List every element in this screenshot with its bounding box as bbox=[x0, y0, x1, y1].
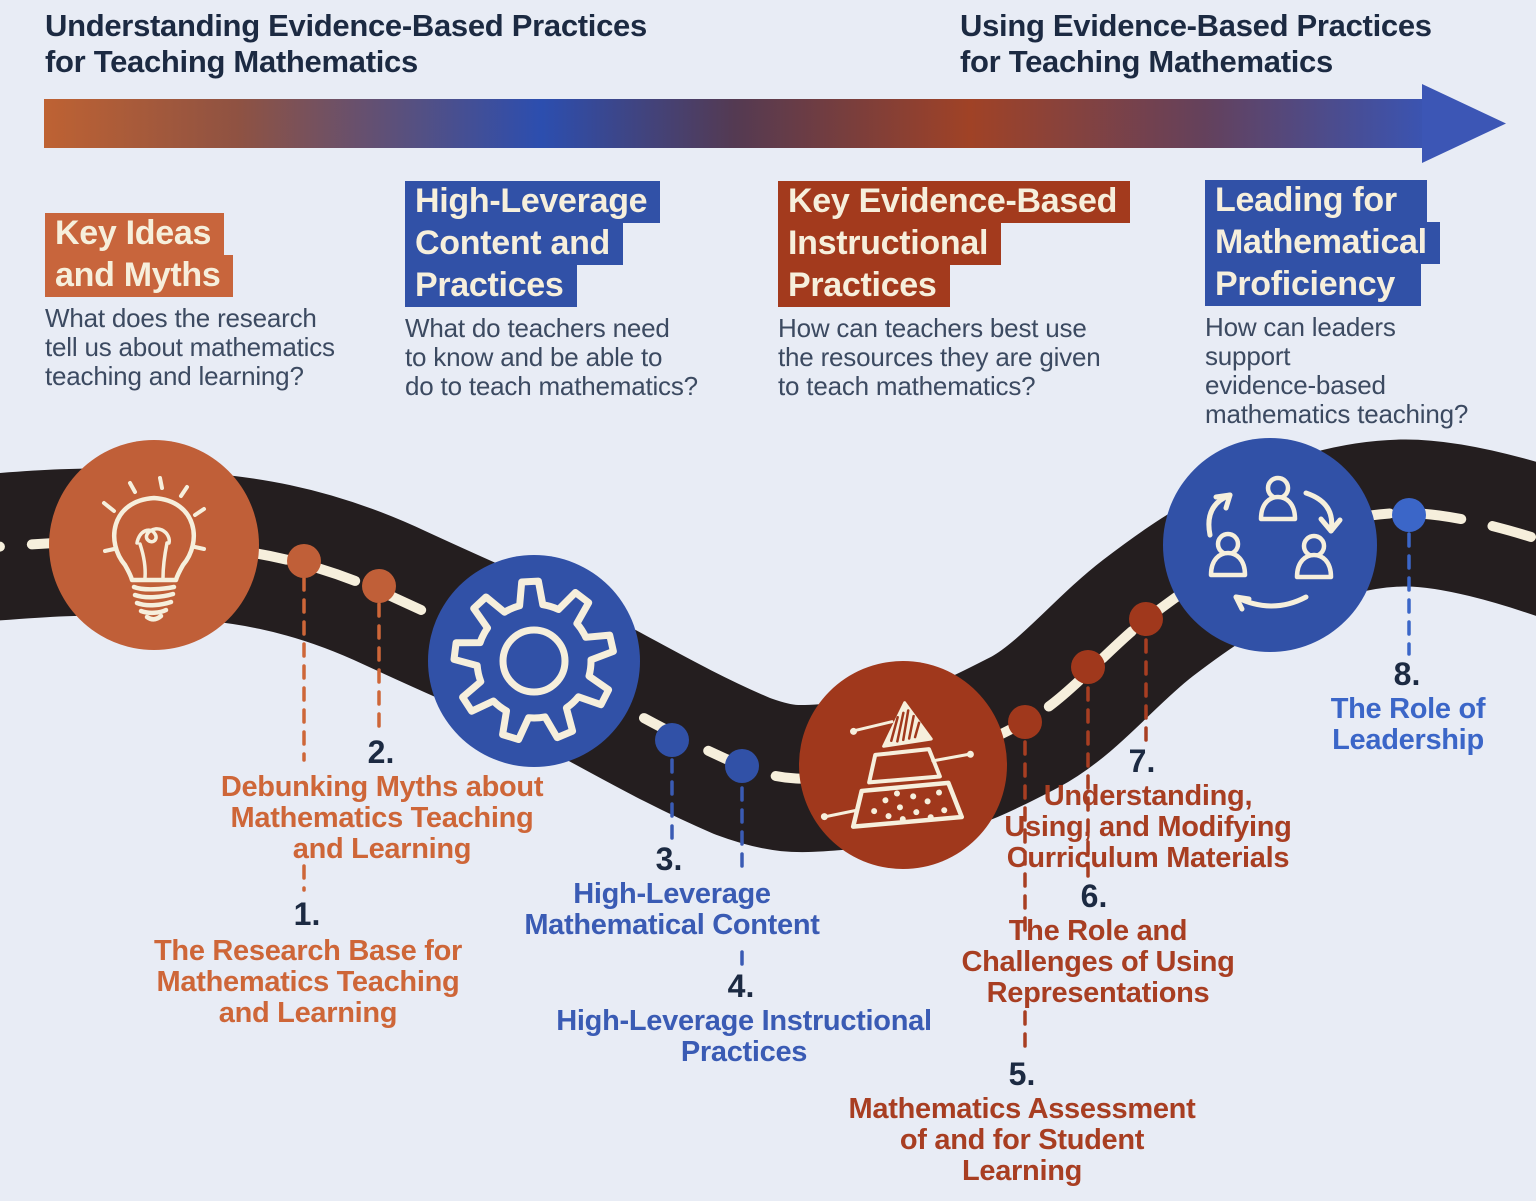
stop-dot-4 bbox=[725, 749, 759, 783]
lightbulb-icon bbox=[102, 476, 206, 622]
header-line: Understanding Evidence-Based Practices bbox=[45, 8, 647, 43]
section-title-line: Proficiency bbox=[1205, 264, 1421, 306]
stop-number-6: 6. bbox=[1080, 878, 1108, 914]
stop-label-8: The Role of Leadership bbox=[1330, 693, 1486, 756]
stop-number-7: 7. bbox=[1128, 743, 1156, 779]
section-title-line: Content and bbox=[405, 223, 624, 265]
header-line: Using Evidence-Based Practices bbox=[960, 8, 1432, 43]
header-understanding: Understanding Evidence-Based Practices f… bbox=[45, 8, 647, 80]
stop-number-3: 3. bbox=[655, 841, 683, 877]
arrow-shaft bbox=[44, 99, 1426, 148]
milestone-circle-key-ideas bbox=[49, 440, 259, 650]
stop-label-7: Understanding, Using, and Modifying Curr… bbox=[1004, 780, 1292, 874]
stop-label-3: High-Leverage Mathematical Content bbox=[524, 878, 820, 941]
section-title-line: Leading for bbox=[1205, 180, 1427, 222]
stop-dot-1 bbox=[287, 544, 321, 578]
section-title-line: Instructional bbox=[778, 223, 1002, 265]
stop-number-5: 5. bbox=[1008, 1056, 1036, 1092]
section-instructional-practices: Key Evidence-Based Instructional Practic… bbox=[778, 181, 1188, 401]
section-title-line: Key Ideas bbox=[45, 213, 225, 255]
section-leading-proficiency: Leading for Mathematical Proficiency How… bbox=[1205, 180, 1505, 429]
stop-dot-8 bbox=[1392, 498, 1426, 532]
section-question: How can leaders support evidence-based m… bbox=[1205, 312, 1469, 429]
gear-icon bbox=[450, 577, 617, 743]
section-high-leverage-content: High-Leverage Content and Practices What… bbox=[405, 181, 750, 401]
section-key-ideas: Key Ideas and Myths What does the resear… bbox=[45, 213, 385, 391]
stop-label-5: Mathematics Assessment of and for Studen… bbox=[848, 1093, 1196, 1187]
stop-label-4: High-Leverage Instructional Practices bbox=[556, 1005, 932, 1068]
section-title-line: Practices bbox=[405, 265, 577, 307]
section-question: What does the research tell us about mat… bbox=[45, 303, 335, 391]
stop-number-4: 4. bbox=[727, 968, 755, 1004]
section-title-line: Key Evidence-Based bbox=[778, 181, 1131, 223]
header-using: Using Evidence-Based Practices for Teach… bbox=[960, 8, 1432, 80]
stop-number-1: 1. bbox=[293, 896, 321, 932]
gradient-timeline-arrow bbox=[44, 84, 1506, 163]
milestone-circle-leadership bbox=[1163, 438, 1377, 652]
arrow-head-icon bbox=[1422, 84, 1506, 163]
section-question: How can teachers best use the resources … bbox=[778, 313, 1101, 401]
section-title-line: and Myths bbox=[45, 255, 234, 297]
stop-label-1: The Research Base for Mathematics Teachi… bbox=[154, 935, 462, 1029]
people-cycle-icon bbox=[1206, 475, 1343, 612]
stop-dot-2 bbox=[362, 569, 396, 603]
section-title-line: Mathematical bbox=[1205, 222, 1440, 264]
stop-dot-3 bbox=[655, 723, 689, 757]
stop-dot-7 bbox=[1129, 602, 1163, 636]
section-title-line: Practices bbox=[778, 265, 950, 307]
header-line: for Teaching Mathematics bbox=[960, 44, 1333, 79]
stop-label-2: Debunking Myths about Mathematics Teachi… bbox=[220, 771, 544, 865]
section-question: What do teachers need to know and be abl… bbox=[405, 313, 698, 401]
stop-number-8: 8. bbox=[1393, 656, 1421, 692]
stop-dot-5 bbox=[1008, 705, 1042, 739]
stop-number-2: 2. bbox=[367, 734, 395, 770]
stop-dot-6 bbox=[1071, 650, 1105, 684]
pyramid-icon bbox=[820, 701, 974, 829]
section-title-line: High-Leverage bbox=[405, 181, 661, 223]
header-line: for Teaching Mathematics bbox=[45, 44, 418, 79]
stop-label-6: The Role and Challenges of Using Represe… bbox=[961, 915, 1235, 1009]
